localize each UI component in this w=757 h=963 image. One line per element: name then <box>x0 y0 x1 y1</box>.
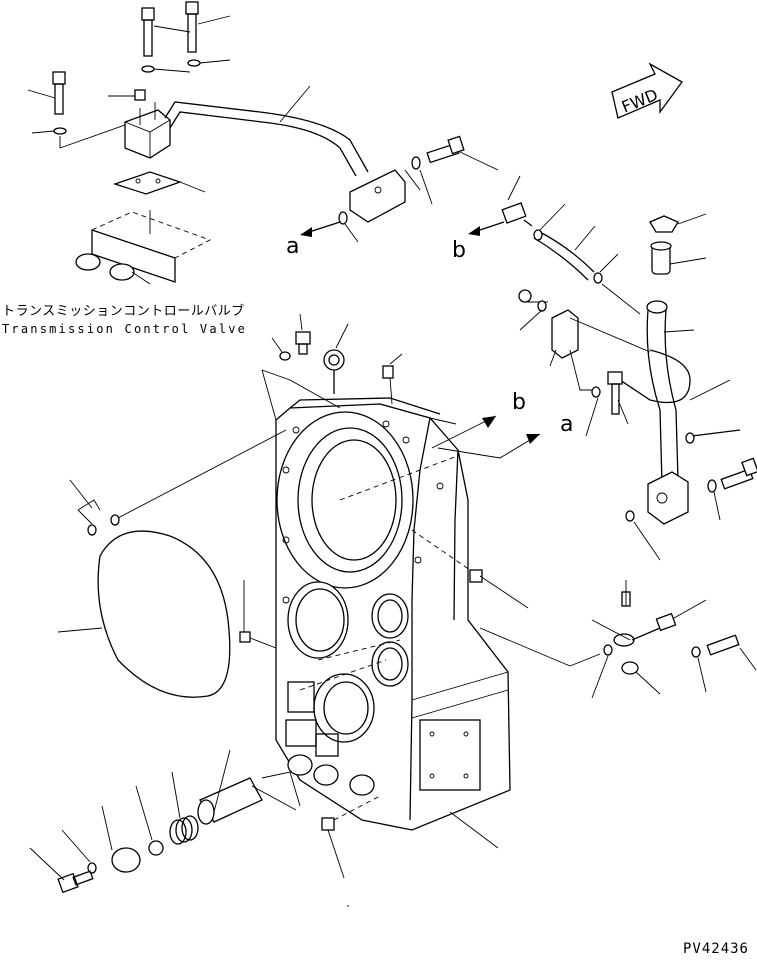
breather-group <box>591 580 757 699</box>
fwd-text: FWD <box>619 85 661 117</box>
case-fittings <box>239 313 601 879</box>
tube-bracket <box>518 289 731 437</box>
figure-code: PV42436 <box>682 941 749 957</box>
valve-tube <box>164 85 421 223</box>
oil-filler-tube <box>646 213 741 525</box>
spring-piston-assembly <box>29 749 301 894</box>
ref-a-case: a <box>560 412 574 437</box>
right-flange-bolt <box>625 457 757 561</box>
ref-b-top: b <box>452 238 466 263</box>
control-valve-bolts <box>27 1 231 135</box>
gasket-and-valve-body <box>75 171 212 285</box>
ref-a-top: a <box>286 234 300 259</box>
hose-assembly <box>501 175 641 315</box>
control-valve-label-jp: トランスミッションコントロールバルブ <box>2 304 245 319</box>
transmission-case <box>275 397 511 831</box>
fwd-arrow-icon: FWD <box>611 62 683 119</box>
flange-bolt <box>338 135 499 243</box>
control-valve-label-en: Transmission Control Valve <box>2 322 248 336</box>
ref-b-case: b <box>512 390 526 415</box>
cover-gasket <box>57 429 287 698</box>
valve-block <box>59 102 171 159</box>
